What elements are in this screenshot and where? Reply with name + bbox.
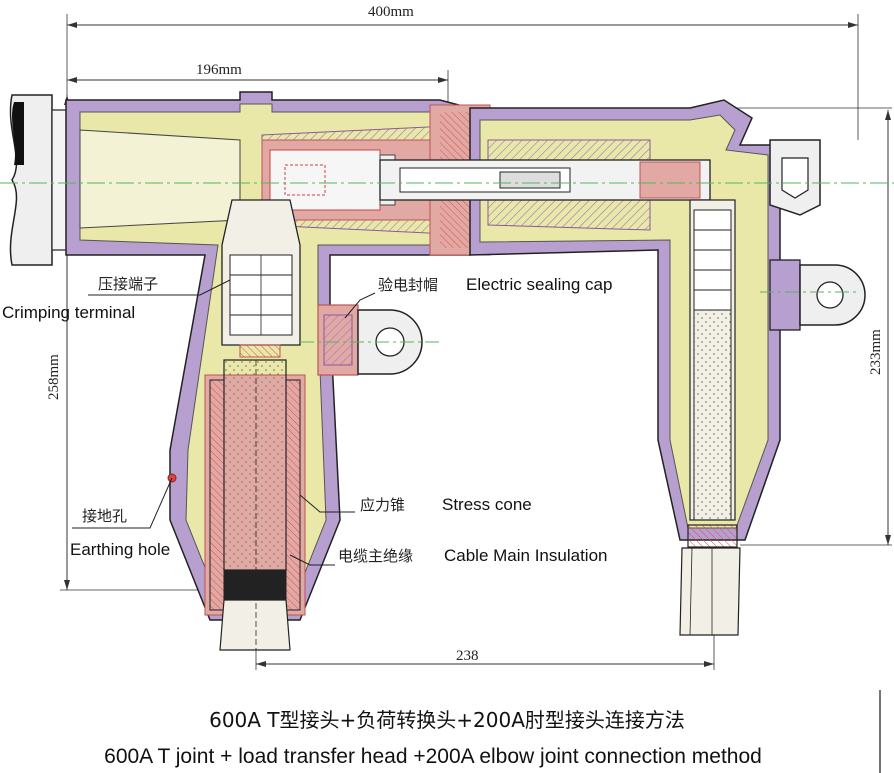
- crimping-label-cn: 压接端子: [98, 275, 158, 293]
- dim-258-label: 258mm: [46, 354, 62, 400]
- insulation-label-en: Cable Main Insulation: [444, 546, 607, 565]
- elbow-vertical-leg: [679, 199, 741, 636]
- dimension-196mm: 196mm: [67, 62, 449, 110]
- leader-lines: [72, 279, 376, 566]
- stress-cone-label-cn: 应力锥: [360, 496, 405, 514]
- dimension-400mm: 400mm: [66, 4, 859, 140]
- dim-238-label: 238: [456, 648, 479, 664]
- earthing-label-en: Earthing hole: [70, 540, 170, 559]
- insulation-label-cn: 电缆主绝缘: [338, 547, 413, 565]
- sealing-cap-label-en: Electric sealing cap: [466, 275, 612, 294]
- earthing-label-cn: 接地孔: [82, 507, 127, 525]
- stress-cone-label-en: Stress cone: [442, 495, 532, 514]
- dim-233-label: 233mm: [868, 329, 884, 375]
- electric-sealing-cap: [317, 304, 423, 376]
- center-lines: [0, 182, 894, 343]
- crimping-label-en: Crimping terminal: [2, 303, 135, 322]
- dim-400-label: 400mm: [368, 4, 414, 20]
- sealing-cap-label-cn: 验电封帽: [378, 276, 438, 294]
- dimension-238: 238: [255, 620, 715, 670]
- t-body-cable-assembly: [204, 199, 306, 651]
- dim-196-label: 196mm: [196, 62, 242, 78]
- left-bushing-cap: [9, 94, 69, 266]
- elbow-pulling-eye-top: [769, 139, 821, 216]
- elbow-pulling-eye-side: [769, 259, 866, 331]
- caption-chinese: 600A T型接头+负荷转换头+200A肘型接头连接方法: [209, 708, 685, 732]
- caption-english: 600A T joint + load transfer head +200A …: [104, 745, 762, 768]
